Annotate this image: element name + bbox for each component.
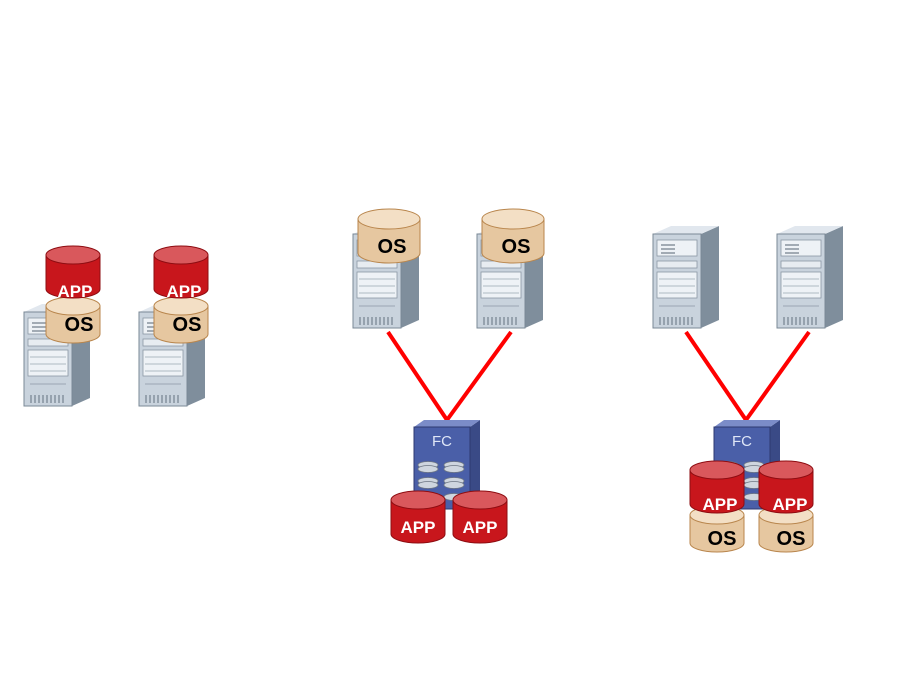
app-label: APP [703,495,738,514]
server-icon [776,225,844,329]
os-label: OS [65,314,94,336]
app-label: APP [773,495,808,514]
san-link [445,330,513,422]
os-label: OS [777,528,806,550]
san-app-group: OS OS FC APP APP [352,208,545,544]
local-server-1: OS APP [23,245,101,407]
os-label: OS [173,314,202,336]
san-boot-group: FC OS APP OS APP [652,225,844,553]
app-label: APP [58,282,93,301]
app-label: APP [463,518,498,537]
os-label: OS [708,528,737,550]
app-label: APP [401,518,436,537]
app-label: APP [167,282,202,301]
fc-label: FC [732,433,752,450]
os-label: OS [502,236,531,258]
fc-label: FC [432,433,452,450]
os-label: OS [378,236,407,258]
san-link [386,330,449,422]
local-server-2: OS APP [138,245,209,407]
san-link [684,330,748,422]
san-link [744,330,811,422]
server-icon [652,225,720,329]
